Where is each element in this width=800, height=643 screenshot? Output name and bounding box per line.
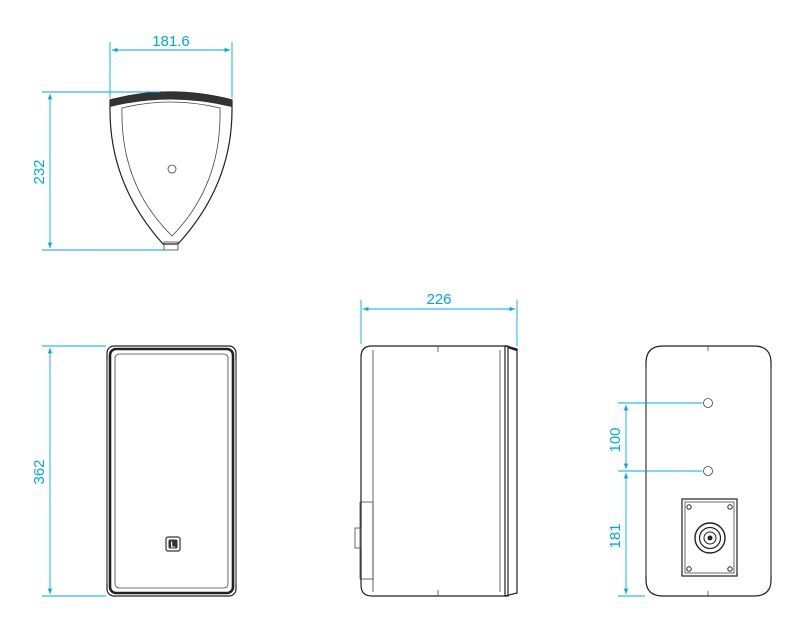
top-view-body [109,91,233,251]
top-view: 181.6 232 [31,33,233,251]
side-view-body [354,345,518,597]
dimension-rear-connector-height-label: 181 [607,523,624,548]
dimension-side-depth: 226 [360,291,518,346]
rear-view: 100 181 [607,345,772,597]
dimension-side-depth-label: 226 [426,291,451,308]
dimension-top-width: 181.6 [109,33,233,98]
dimension-rear-hole-spacing: 100 [607,402,702,472]
dimension-top-depth-label: 232 [31,159,48,184]
brand-logo-icon: L [165,536,181,552]
connector-panel [681,498,738,577]
brand-logo-letter: L [171,541,176,550]
upper-mounting-hole [703,398,713,408]
dimension-rear-hole-spacing-label: 100 [607,427,624,452]
dimension-front-height: 362 [31,345,106,597]
side-view: 226 [354,291,518,597]
front-view-body [106,345,237,597]
dimension-front-height-label: 362 [31,459,48,484]
dimension-rear-connector-height: 181 [607,473,645,597]
dimension-top-width-label: 181.6 [152,33,190,50]
lower-mounting-hole [703,466,713,476]
front-view: L 362 [31,345,237,597]
speakon-connector-icon [694,522,726,554]
dimension-top-depth: 232 [31,91,164,251]
